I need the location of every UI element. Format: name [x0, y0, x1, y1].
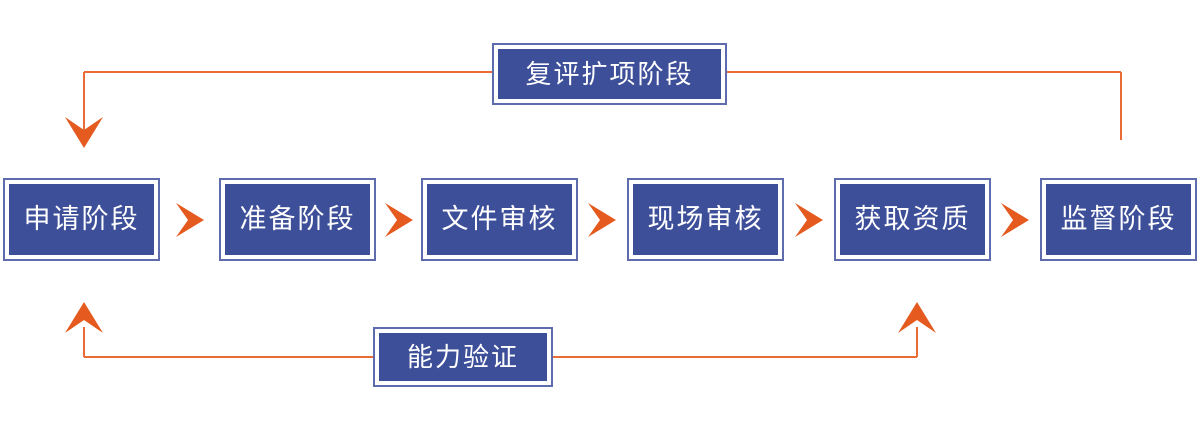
- stage-label: 申请阶段: [23, 204, 140, 234]
- stage-box-preparation: 准备阶段: [219, 178, 376, 261]
- right-chevron-arrow-icon: [176, 203, 204, 237]
- stage-box-supervision: 监督阶段: [1040, 178, 1197, 261]
- right-chevron-arrow-icon: [588, 203, 616, 237]
- reassessment-expansion-box: 复评扩项阶段: [492, 43, 727, 105]
- stage-box-fill: 获取资质: [840, 184, 985, 255]
- right-chevron-arrow-icon: [1001, 203, 1029, 237]
- stage-box-onsite-audit: 现场审核: [627, 178, 784, 261]
- flow-arrows: [176, 203, 1029, 237]
- stage-label: 准备阶段: [239, 204, 356, 234]
- stage-label: 获取资质: [854, 204, 971, 234]
- up-arrow-icon: [898, 302, 936, 333]
- loop-label: 复评扩项阶段: [525, 59, 694, 89]
- loop-label: 能力验证: [406, 342, 519, 372]
- loop-box-fill: 复评扩项阶段: [498, 49, 721, 99]
- right-chevron-arrow-icon: [795, 203, 823, 237]
- stage-box-fill: 申请阶段: [9, 184, 154, 255]
- stage-box-obtain-qualification: 获取资质: [834, 178, 991, 261]
- stage-box-fill: 准备阶段: [225, 184, 370, 255]
- down-arrow-icon: [65, 117, 103, 148]
- stage-box-document-review: 文件审核: [421, 178, 578, 261]
- up-arrow-icon: [65, 302, 103, 333]
- loop-box-fill: 能力验证: [379, 333, 547, 381]
- stage-label: 文件审核: [441, 204, 558, 234]
- stage-label: 监督阶段: [1060, 204, 1177, 234]
- stage-box-fill: 文件审核: [427, 184, 572, 255]
- stage-label: 现场审核: [647, 204, 764, 234]
- stage-box-fill: 监督阶段: [1046, 184, 1191, 255]
- stage-box-fill: 现场审核: [633, 184, 778, 255]
- right-chevron-arrow-icon: [385, 203, 413, 237]
- proficiency-testing-box: 能力验证: [373, 327, 553, 387]
- stage-box-application: 申请阶段: [3, 178, 160, 261]
